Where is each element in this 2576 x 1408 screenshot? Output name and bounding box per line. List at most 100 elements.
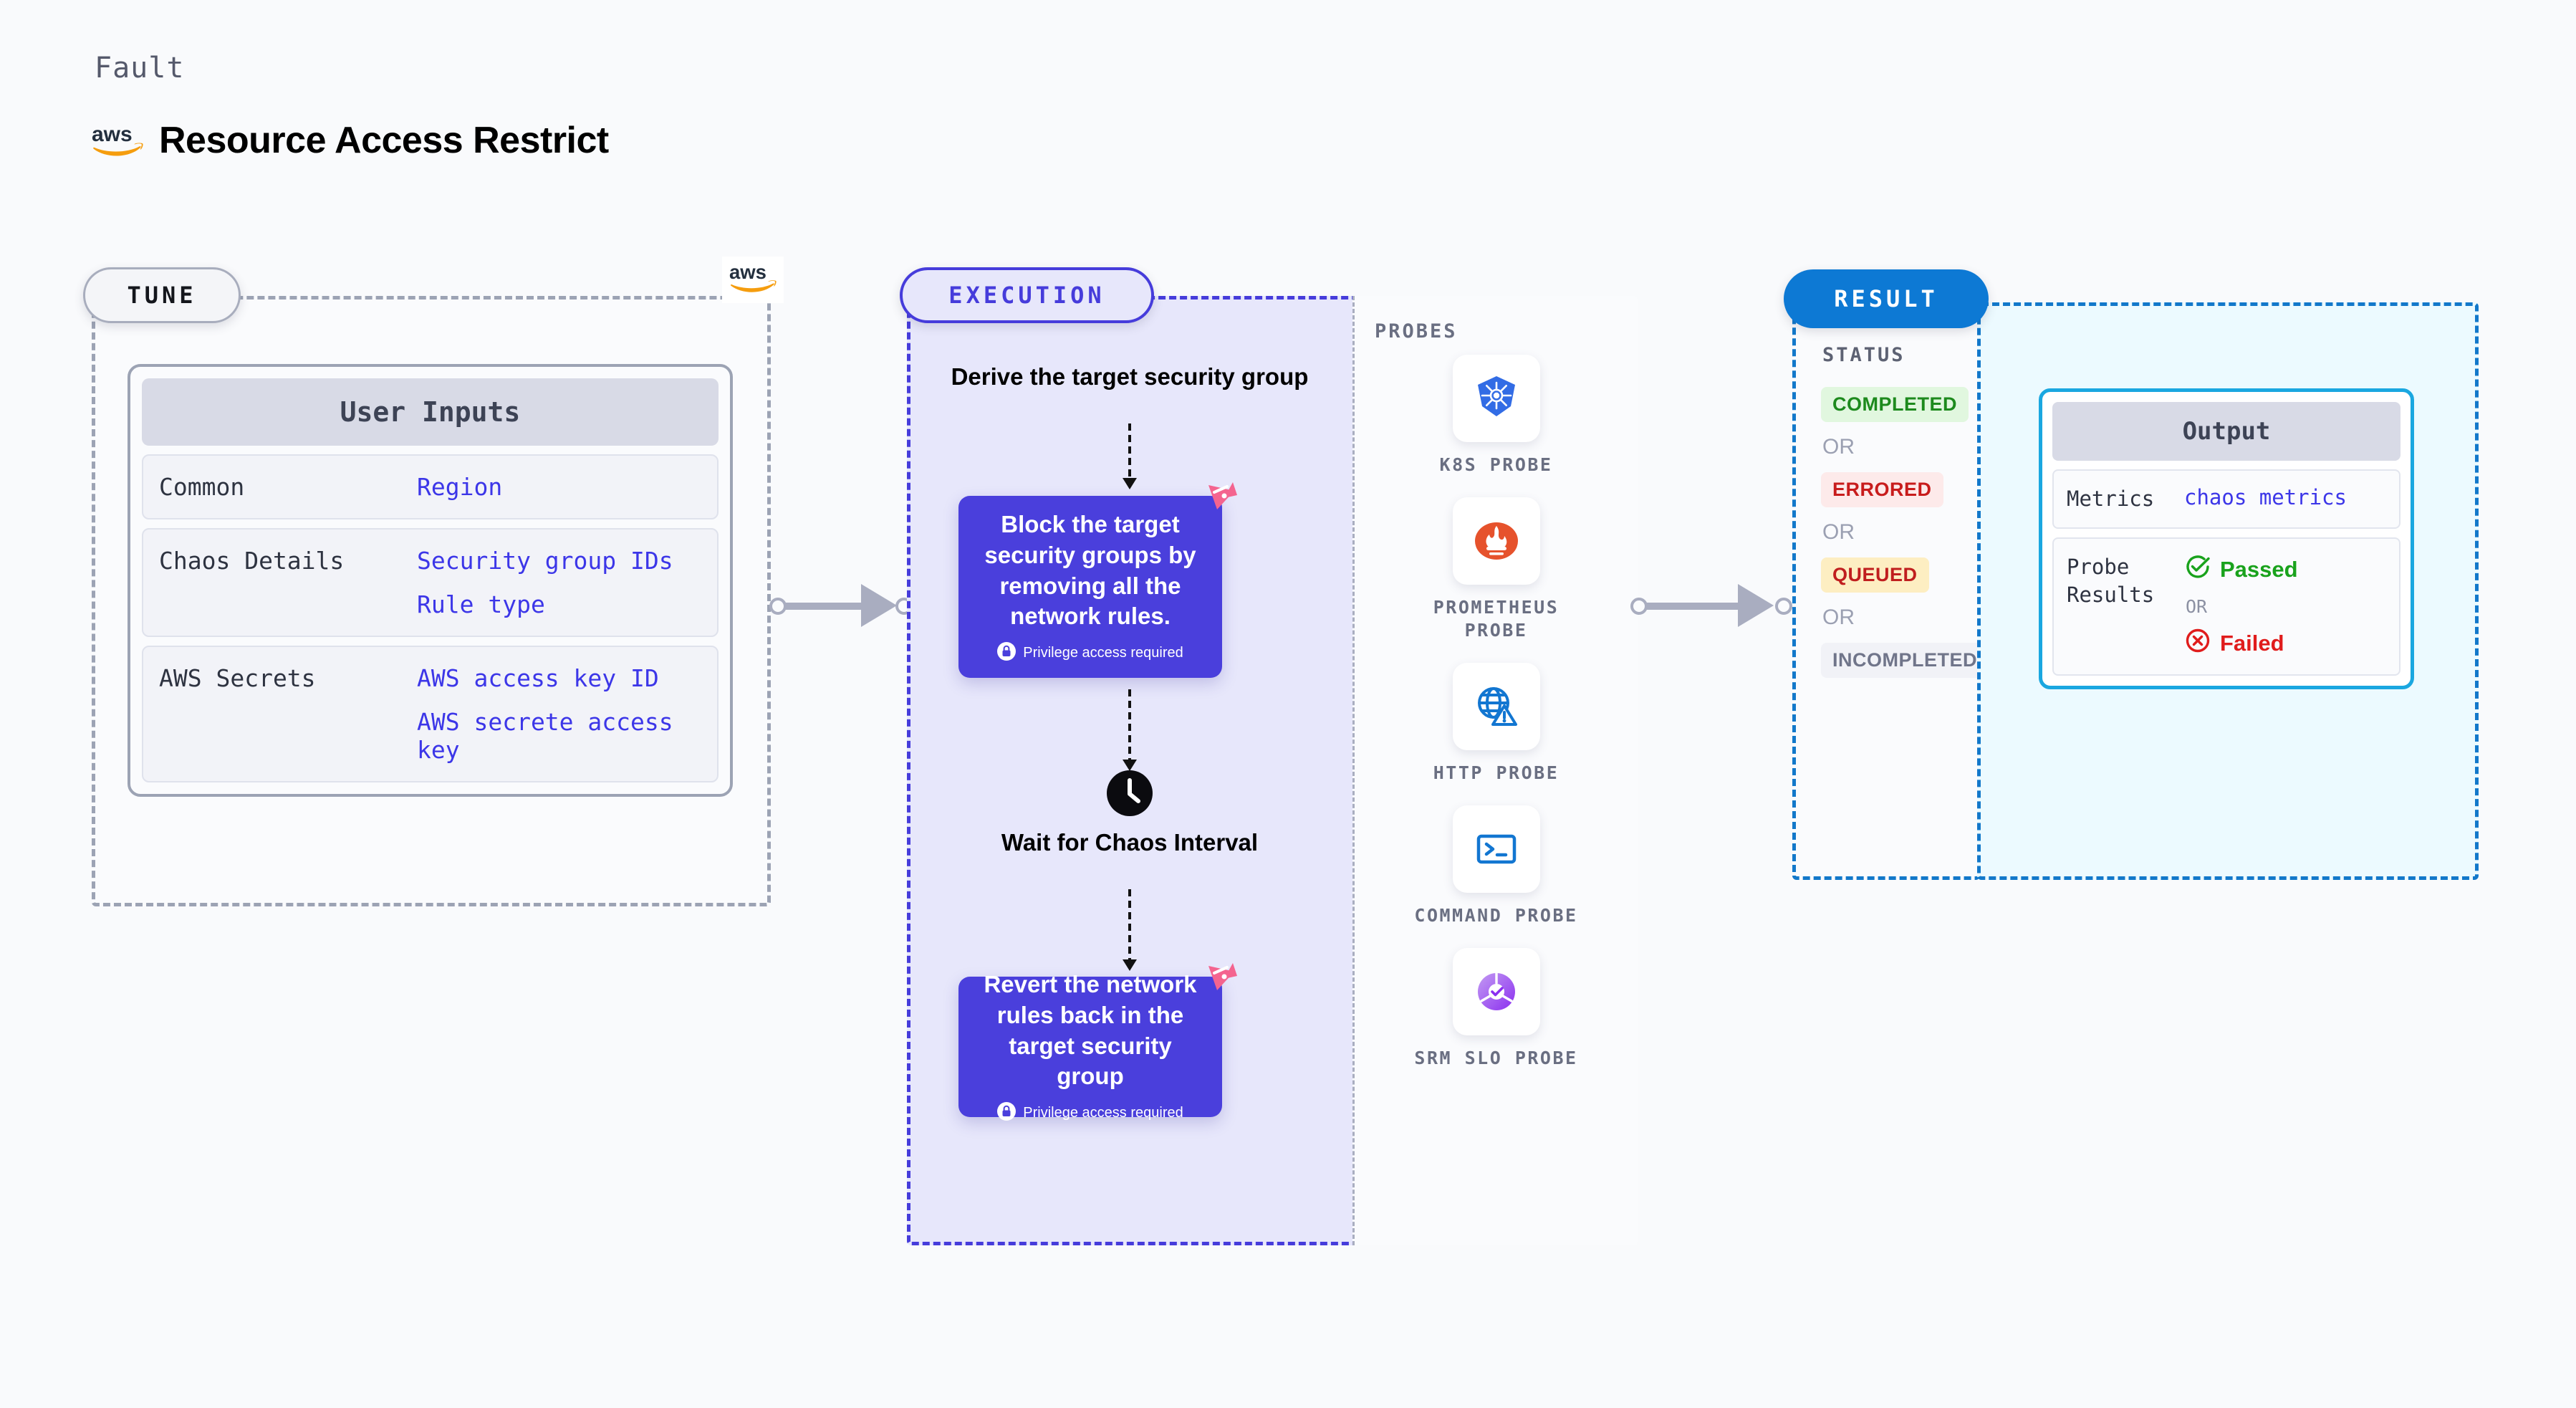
step-wait-title: Wait for Chaos Interval [1001, 829, 1259, 856]
privilege-note-text: Privilege access required [1023, 1105, 1183, 1121]
input-value[interactable]: Rule type [417, 590, 545, 618]
prometheus-icon [1452, 497, 1540, 585]
tune-aws-logo-icon: aws [722, 257, 784, 303]
probe-result-passed-label: Passed [2220, 557, 2298, 583]
x-circle-icon [2184, 627, 2211, 660]
input-value[interactable]: AWS secrete access key [417, 708, 673, 764]
probe-label: SRM SLO PROBE [1414, 1048, 1578, 1069]
harness-logo-icon [1200, 476, 1240, 520]
output-row-metrics: Metrics chaos metrics [2052, 469, 2400, 530]
svg-text:aws: aws [92, 123, 133, 146]
probe-label: PROMETHEUS PROBE [1433, 597, 1559, 641]
status-or: OR [1822, 520, 1855, 544]
step-block-text: Block the target security groups by remo… [984, 510, 1196, 630]
input-value[interactable]: AWS access key ID [417, 664, 659, 692]
probes-list: K8S PROBE PROMETHEUS PROBE [1355, 355, 1638, 1070]
output-title: Output [2052, 402, 2400, 461]
status-badge-completed: COMPLETED [1821, 387, 1969, 422]
probe-result-passed: Passed [2184, 553, 2298, 586]
output-row-probe-results: Probe Results Passed OR [2052, 537, 2400, 676]
probe-result-or: OR [2186, 596, 2208, 618]
input-values: Region [417, 473, 502, 501]
probe-item-command[interactable]: COMMAND PROBE [1403, 805, 1590, 926]
harness-logo-icon [1200, 957, 1240, 1001]
lock-icon [997, 642, 1017, 664]
http-globe-warning-icon [1452, 662, 1540, 750]
step-revert-card[interactable]: Revert the network rules back in the tar… [958, 963, 1237, 1121]
svg-text:aws: aws [729, 261, 766, 283]
input-row-chaos-details: Chaos Details Security group IDs Rule ty… [142, 528, 719, 637]
probe-result-failed-label: Failed [2220, 631, 2284, 656]
kubernetes-icon [1452, 355, 1540, 442]
arrow-block-to-wait [1123, 689, 1137, 771]
probe-label: COMMAND PROBE [1414, 905, 1578, 926]
probe-label: K8S PROBE [1439, 454, 1553, 475]
output-metrics-value[interactable]: chaos metrics [2184, 485, 2347, 509]
probe-item-srm-slo[interactable]: SRM SLO PROBE [1403, 948, 1590, 1069]
input-value[interactable]: Security group IDs [417, 547, 673, 575]
srm-slo-donut-icon [1452, 948, 1540, 1036]
terminal-icon [1452, 805, 1540, 893]
probes-title: PROBES [1375, 320, 1458, 343]
input-key: AWS Secrets [159, 664, 316, 692]
privilege-note: Privilege access required [997, 642, 1183, 664]
connector-execution-to-result [1630, 584, 1801, 627]
connector-knob-end [1775, 598, 1792, 615]
step-revert-text: Revert the network rules back in the tar… [984, 970, 1197, 1090]
connector-tune-to-execution [769, 584, 913, 627]
input-key: Common [159, 473, 245, 501]
connector-arrowhead [861, 584, 897, 627]
user-inputs-title: User Inputs [142, 378, 719, 446]
connector-line [777, 603, 870, 610]
arrow-derive-to-block [1123, 423, 1137, 489]
arrow-wait-to-revert [1123, 889, 1137, 971]
status-badge-incompleted: INCOMPLETED [1821, 643, 1989, 678]
status-list: COMPLETED OR ERRORED OR QUEUED OR INCOMP… [1821, 387, 1989, 678]
probe-item-prometheus[interactable]: PROMETHEUS PROBE [1403, 497, 1590, 641]
status-badge-errored: ERRORED [1821, 472, 1943, 507]
lock-icon [997, 1102, 1017, 1124]
page-title: Resource Access Restrict [159, 120, 609, 161]
output-card: Output Metrics chaos metrics Probe Resul… [2039, 388, 2414, 690]
status-badge-queued: QUEUED [1821, 557, 1929, 593]
execution-chip[interactable]: EXECUTION [900, 267, 1154, 323]
probe-item-http[interactable]: HTTP PROBE [1403, 662, 1590, 784]
input-key: Chaos Details [159, 547, 345, 575]
probe-result-failed: Failed [2184, 627, 2298, 660]
wait-clock-icon [907, 770, 1352, 816]
fault-kicker: Fault [95, 52, 185, 85]
probe-item-k8s[interactable]: K8S PROBE [1403, 355, 1590, 476]
fault-title-row: aws Resource Access Restrict [92, 119, 609, 162]
execution-flow-column: Derive the target security group Block t… [907, 296, 1352, 1245]
connector-line [1638, 603, 1745, 610]
result-status-panel: RESULT STATUS COMPLETED OR ERRORED OR QU… [1784, 269, 1989, 880]
tune-chip[interactable]: TUNE [83, 267, 241, 323]
input-values: AWS access key ID AWS secrete access key [417, 664, 701, 764]
tune-panel: TUNE aws User Inputs Common Region Chaos… [83, 257, 784, 906]
user-inputs-card: User Inputs Common Region Chaos Details … [128, 364, 733, 797]
status-or: OR [1822, 605, 1855, 629]
input-row-common: Common Region [142, 454, 719, 519]
output-panel: Output Metrics chaos metrics Probe Resul… [1977, 302, 2479, 880]
status-title: STATUS [1822, 344, 1905, 366]
privilege-note: Privilege access required [997, 1102, 1183, 1124]
step-derive-title: Derive the target security group [951, 363, 1309, 390]
privilege-note-text: Privilege access required [1023, 645, 1183, 661]
input-values: Security group IDs Rule type [417, 547, 673, 618]
connector-knob-start [769, 598, 787, 615]
aws-logo-icon: aws [92, 122, 143, 159]
output-key: Metrics [2067, 487, 2155, 511]
check-circle-icon [2184, 553, 2211, 586]
execution-panel: EXECUTION Derive the target security gro… [900, 267, 1638, 1245]
connector-knob-start [1630, 598, 1648, 615]
connector-arrowhead [1738, 584, 1774, 627]
step-block-card[interactable]: Block the target security groups by remo… [958, 482, 1237, 678]
probe-results-values: Passed OR Failed [2184, 553, 2298, 660]
probes-column: PROBES K8S PROBE [1352, 296, 1638, 1245]
result-chip[interactable]: RESULT [1784, 269, 1989, 328]
probe-label: HTTP PROBE [1433, 762, 1559, 783]
input-row-aws-secrets: AWS Secrets AWS access key ID AWS secret… [142, 646, 719, 782]
status-or: OR [1822, 435, 1855, 459]
input-value[interactable]: Region [417, 473, 503, 501]
